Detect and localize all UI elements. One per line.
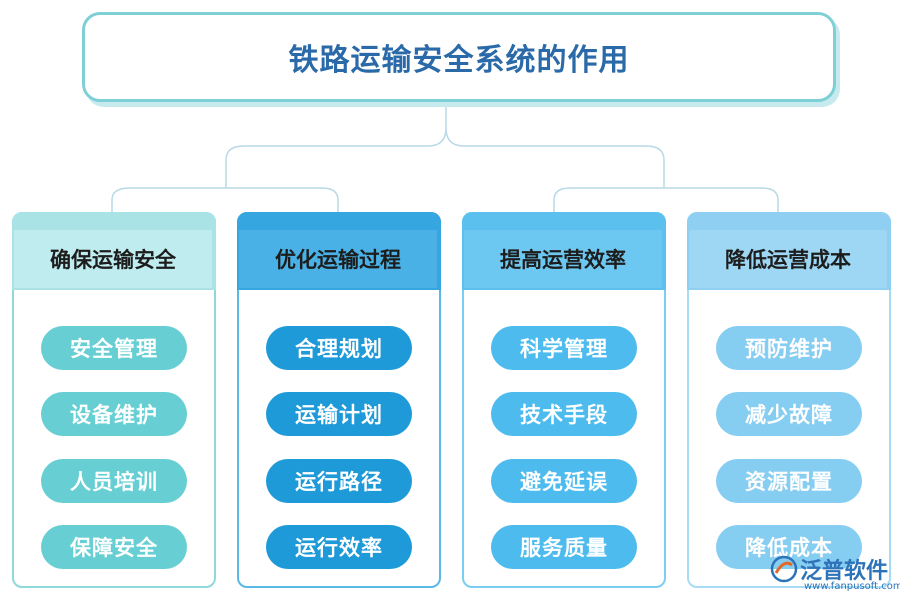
column-header-bg: 确保运输安全 <box>12 212 216 290</box>
item-pill: 减少故障 <box>716 392 862 436</box>
item-pill: 科学管理 <box>491 326 637 370</box>
item-pill: 安全管理 <box>41 326 187 370</box>
column-header-bg: 降低运营成本 <box>687 212 891 290</box>
connector-trunk <box>225 97 665 188</box>
item-pill: 预防维护 <box>716 326 862 370</box>
column-header-bg: 提高运营效率 <box>462 212 666 290</box>
column-4: 降低运营成本预防维护减少故障资源配置降低成本 <box>687 212 891 588</box>
item-pill: 保障安全 <box>41 525 187 569</box>
item-pill: 降低成本 <box>716 525 862 569</box>
diagram-title: 铁路运输安全系统的作用 <box>288 43 630 78</box>
column-3: 提高运营效率科学管理技术手段避免延误服务质量 <box>462 212 666 588</box>
column-heading: 提高运营效率 <box>464 230 662 288</box>
item-pill: 人员培训 <box>41 459 187 503</box>
item-pill: 运输计划 <box>266 392 412 436</box>
watermark-logo: 泛普软件 www.fanpusoft.com <box>770 553 900 597</box>
column-1: 确保运输安全安全管理设备维护人员培训保障安全 <box>12 212 216 588</box>
connector-right <box>553 187 779 212</box>
item-pill: 服务质量 <box>491 525 637 569</box>
connector-left <box>111 187 339 212</box>
column-2: 优化运输过程合理规划运输计划运行路径运行效率 <box>237 212 441 588</box>
item-pill: 避免延误 <box>491 459 637 503</box>
column-header-bg: 优化运输过程 <box>237 212 441 290</box>
column-heading: 确保运输安全 <box>14 230 212 288</box>
item-pill: 运行效率 <box>266 525 412 569</box>
watermark-name: 泛普软件 <box>800 559 889 584</box>
item-pill: 合理规划 <box>266 326 412 370</box>
watermark-url: www.fanpusoft.com <box>804 581 900 592</box>
item-pill: 设备维护 <box>41 392 187 436</box>
fanpu-logo-icon <box>770 555 798 583</box>
column-heading: 降低运营成本 <box>689 230 887 288</box>
title-box: 铁路运输安全系统的作用 <box>82 12 836 102</box>
column-heading: 优化运输过程 <box>239 230 437 288</box>
item-pill: 运行路径 <box>266 459 412 503</box>
item-pill: 资源配置 <box>716 459 862 503</box>
item-pill: 技术手段 <box>491 392 637 436</box>
